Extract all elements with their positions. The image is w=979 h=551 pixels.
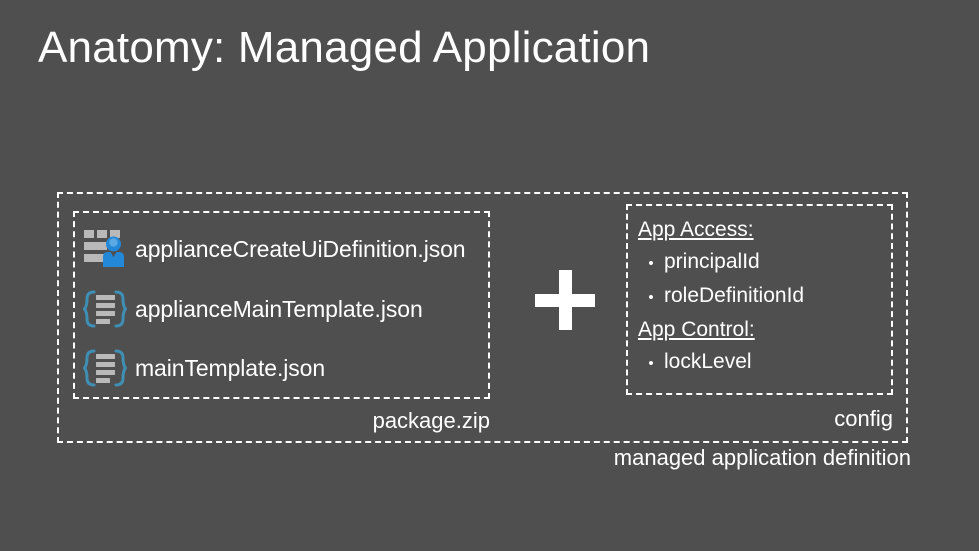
config-container: App Access: • principalId • roleDefiniti…	[626, 204, 893, 395]
file-name-label: applianceMainTemplate.json	[135, 295, 423, 322]
config-item-label: lockLevel	[664, 350, 752, 373]
file-list-item-appliance-main-template: applianceMainTemplate.json	[75, 285, 423, 333]
page-title: Anatomy: Managed Application	[38, 23, 651, 72]
json-file-icon	[75, 348, 135, 388]
managed-application-definition-label: managed application definition	[613, 445, 911, 470]
package-zip-label: package.zip	[372, 408, 490, 433]
config-item-label: principalId	[664, 250, 760, 273]
bullet-icon: •	[648, 289, 654, 306]
config-group-heading-app-access: App Access:	[638, 218, 754, 241]
file-list-item-create-ui-definition: applianceCreateUiDefinition.json	[75, 225, 466, 273]
config-item-lock-level: • lockLevel	[638, 346, 891, 380]
managed-application-definition-container	[57, 192, 908, 443]
config-item-role-definition-id: • roleDefinitionId	[638, 280, 891, 314]
json-file-icon	[75, 289, 135, 329]
file-list-item-main-template: mainTemplate.json	[75, 344, 325, 392]
file-name-label: applianceCreateUiDefinition.json	[135, 235, 466, 262]
package-zip-container	[73, 211, 490, 399]
bullet-icon: •	[648, 355, 654, 372]
config-item-principal-id: • principalId	[638, 246, 891, 280]
config-label: config	[834, 406, 893, 431]
bullet-icon: •	[648, 255, 654, 272]
plus-vertical-bar	[559, 270, 572, 330]
plus-icon	[535, 270, 595, 330]
ui-definition-icon	[75, 229, 135, 269]
config-item-label: roleDefinitionId	[664, 284, 805, 307]
config-group-heading-app-control: App Control:	[638, 318, 755, 341]
file-name-label: mainTemplate.json	[135, 354, 326, 381]
